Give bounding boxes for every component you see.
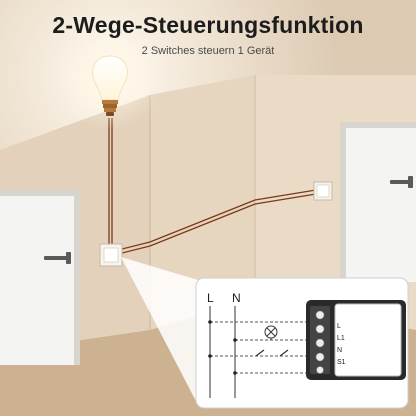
input-label-n: N	[232, 291, 241, 305]
terminal-screws	[315, 310, 325, 374]
right-door-handle	[390, 180, 412, 184]
light-bulb-icon	[92, 55, 128, 116]
module-face	[334, 303, 402, 377]
callout-beam	[121, 257, 198, 405]
terminal-label-l: L	[337, 323, 341, 330]
wall-switch-right	[313, 181, 333, 201]
page-title: 2-Wege-Steuerungsfunktion	[52, 12, 364, 38]
input-label-l: L	[207, 291, 214, 305]
wiring	[108, 118, 317, 255]
wall-switch-left	[99, 243, 123, 267]
left-door-handle-plate	[66, 252, 71, 264]
corner-wall	[150, 75, 255, 330]
switch-symbol-icon	[255, 349, 289, 357]
terminal-label-s1: S1	[337, 359, 346, 366]
junction-dots	[208, 320, 237, 375]
diagram-wires	[210, 321, 318, 374]
page-subtitle: 2 Switches steuern 1 Gerät	[141, 45, 275, 57]
wiring-diagram-card: L N	[195, 277, 409, 409]
lamp-symbol-icon	[264, 325, 278, 340]
left-door	[0, 196, 74, 365]
smart-switch-module	[306, 300, 406, 380]
right-door-handle-plate	[408, 176, 413, 188]
left-door-handle	[44, 256, 70, 260]
terminal-label-n: N	[337, 347, 342, 354]
right-door	[346, 128, 416, 282]
terminal-label-l1: L1	[337, 335, 345, 342]
